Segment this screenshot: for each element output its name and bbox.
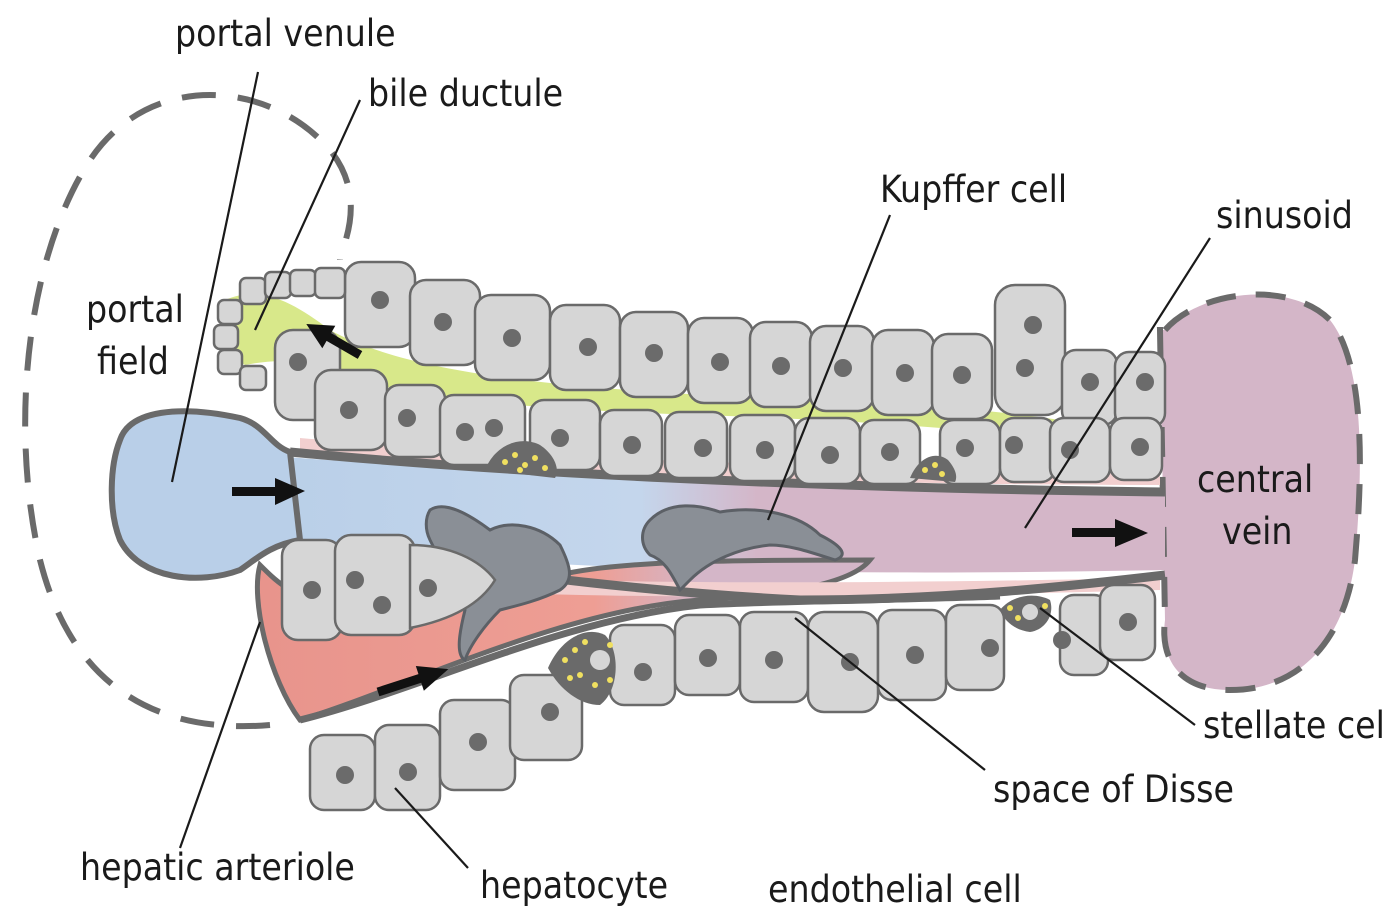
label-space-of-disse: space of Disse bbox=[993, 768, 1234, 811]
label-portal-field-line2: field bbox=[97, 340, 169, 383]
label-endothelial-cell: endothelial cell bbox=[768, 868, 1022, 909]
label-portal-field-line1: portal bbox=[86, 288, 184, 331]
label-portal-venule: portal venule bbox=[175, 12, 396, 55]
label-hepatic-arteriole: hepatic arteriole bbox=[80, 846, 355, 889]
label-kupffer-cell: Kupffer cell bbox=[880, 168, 1067, 211]
label-stellate-cell: stellate cel bbox=[1203, 704, 1383, 747]
label-sinusoid: sinusoid bbox=[1216, 194, 1353, 237]
label-bile-ductule: bile ductule bbox=[368, 72, 563, 115]
label-central-vein-line2: vein bbox=[1222, 510, 1293, 553]
label-central-vein-line1: central bbox=[1197, 458, 1313, 501]
label-hepatocyte: hepatocyte bbox=[480, 864, 668, 907]
